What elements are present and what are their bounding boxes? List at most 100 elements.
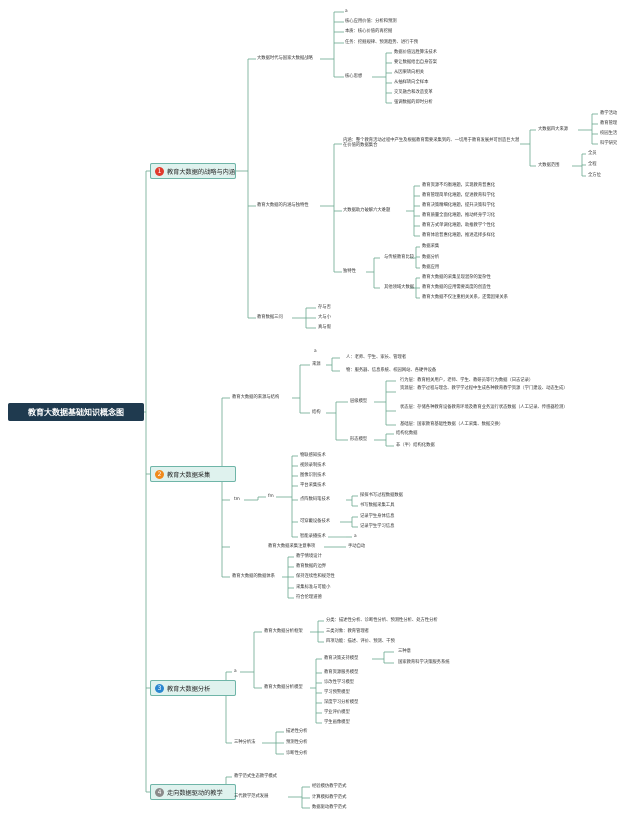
node-source-item[interactable]: 科学研究 (600, 141, 618, 146)
node-six-item[interactable]: 教育管理简单化难题，促进教育科学化 (422, 193, 496, 198)
node-model-item[interactable]: 学习预警模型 (324, 690, 350, 695)
node-model-item[interactable]: 教育资源服务模型 (324, 670, 359, 675)
node-dot-pen-item[interactable]: 书写数据采集工具 (360, 503, 395, 508)
node-layer-model[interactable]: 层级模型 (350, 399, 368, 404)
node-big-data-strategy[interactable]: 大数据时代与国家大数据战略 (257, 56, 313, 61)
node-generation-item[interactable]: 数据驱动教学范式 (312, 805, 347, 810)
node-layer-base[interactable]: 基础层：国家教育基础性数据（人工采集、数据交换） (400, 422, 504, 427)
node-wearable-item[interactable]: 记录学生学习信息 (360, 524, 395, 529)
node-form-model[interactable]: 形态模型 (350, 437, 368, 442)
node-question-item[interactable]: 真与假 (318, 325, 331, 330)
node-decision-model[interactable]: 教育决策支持模型 (324, 656, 359, 661)
node-question-item[interactable]: 存与否 (318, 305, 331, 310)
node-tech-item[interactable]: 图像识别技术 (300, 473, 326, 478)
node-structure[interactable]: 结构 (312, 410, 321, 415)
node-source-structure[interactable]: 教育大数据的来源与结构 (232, 395, 280, 400)
node-form-structured[interactable]: 结构化数据 (396, 431, 418, 436)
node-range-item[interactable]: 全员 (588, 151, 597, 156)
node-data-system[interactable]: 教育大数据的数据体系 (232, 574, 275, 579)
node-framework-item[interactable]: 三类对象：教育管理者 (326, 628, 369, 634)
node-six-item[interactable]: 教育资源不均衡难题，实现教育普惠化 (422, 183, 496, 188)
node-model-item[interactable]: 学生画像模型 (324, 720, 350, 725)
node-source-things[interactable]: 物：服务器、信息系统、校园网站、各硬件设备 (346, 368, 437, 373)
node-method-item[interactable]: 诊断性分析 (286, 751, 308, 756)
node-core-idea-item[interactable]: 要让数据给出自身答案 (394, 60, 437, 65)
node-layer-behavior[interactable]: 行为层：教育相关用户，老师、学生、教研员等行为数据（日志记录） (400, 378, 534, 383)
node-tech-item[interactable]: 视频录制技术 (300, 463, 326, 468)
node-tm[interactable]: tm (234, 497, 240, 502)
node-system-item[interactable]: 符合伦理道德 (296, 594, 322, 600)
node-tech-item[interactable]: 物联感知技术 (300, 453, 326, 458)
node-dot-pen-item[interactable]: 探探书写过程数据数据 (360, 493, 403, 498)
node-question-item[interactable]: 大与小 (318, 315, 331, 320)
node-layer-status[interactable]: 状态层：存储各种教育设备教育环境及教育业务运行状态数据（人工记录、传感器检测） (400, 405, 568, 410)
node-method-item[interactable]: 描述性分析 (286, 729, 308, 734)
node-three-generations[interactable]: 三代教学范式发展 (234, 794, 269, 799)
node-meaning-uniqueness[interactable]: 教育大数据的内涵与独特性 (257, 203, 309, 208)
node-smart-recording[interactable]: 智能录播技术 (300, 534, 326, 539)
node-wearable[interactable]: 可穿戴设备技术 (300, 519, 331, 524)
node-source-a[interactable]: a (314, 349, 317, 354)
node-core-idea-item[interactable]: 强调数据的即时分析 (394, 100, 433, 105)
node-range[interactable]: 大数据范围 (538, 163, 560, 168)
node-task[interactable]: 任务：挖掘规律、预测趋势、进行干预 (345, 40, 419, 45)
node-tech-item[interactable]: 平台采集技术 (300, 483, 326, 488)
node-framework-item[interactable]: 分类：描述性分析、诊断性分析、预测性分析、处方性分析 (326, 618, 438, 623)
node-six-item[interactable]: 教育质量全面化难题，推动终身学习化 (422, 213, 496, 218)
node-system-item[interactable]: 采集标准与可能小 (296, 584, 331, 590)
node-traditional-item[interactable]: 数据分析 (422, 254, 440, 260)
node-uniqueness[interactable]: 独特性 (343, 269, 356, 274)
node-decision-item[interactable]: 国家教育科学决策服务系统 (398, 660, 450, 665)
node-precautions[interactable]: 教育大数据采集注意事项 (268, 544, 316, 549)
node-model-item[interactable]: 学业评价模型 (324, 710, 350, 715)
node-framework-item[interactable]: 四项功能：描述、评价、预测、干预 (326, 639, 395, 644)
node-six-problems[interactable]: 大数据助力破解六大难题 (343, 208, 391, 213)
node-b3-a[interactable]: a (234, 669, 237, 674)
node-dot-pen[interactable]: 点阵数码笔技术 (300, 497, 331, 502)
node-core-idea-item[interactable]: 数据价值远胜算法技术 (394, 50, 437, 55)
node-decision-item[interactable]: 三种意 (398, 649, 411, 654)
node-core-idea-item[interactable]: 从因果转向相关 (394, 70, 425, 75)
node-system-item[interactable]: 教学情境设计 (296, 554, 322, 559)
node-essence[interactable]: 本质：核心价值的再挖掘 (345, 29, 393, 34)
node-vs-traditional[interactable]: 与传统教育比较 (384, 255, 415, 260)
node-system-item[interactable]: 教育数据的边界 (296, 564, 327, 570)
node-generation-item[interactable]: 经验模仿教学范式 (312, 784, 347, 789)
node-source-item[interactable]: 教学活动 (600, 111, 618, 116)
node-three-questions[interactable]: 教育数据三问 (257, 315, 283, 320)
node-range-item[interactable]: 全方位 (588, 173, 601, 178)
node-traditional-item[interactable]: 数据应用 (422, 265, 440, 270)
node-form-unstructured[interactable]: 非（半）结构化数据 (396, 443, 435, 448)
node-other-item[interactable]: 教育大数据不仅注重相关关系，还需因果关系 (422, 295, 508, 300)
node-generation-item[interactable]: 计算模拟教学范式 (312, 794, 347, 800)
branch-strategy[interactable]: 1 教育大数据的战略与内涵 (150, 163, 236, 179)
node-manual-auto[interactable]: 手动自动 (348, 544, 366, 549)
node-layer-resource[interactable]: 资源层：教学过程与理念、教学学过程中生成各种教育教学资源（学门建设、动态生成） (400, 386, 568, 391)
node-core-idea-item[interactable]: 交叉融合和改造变革 (394, 90, 433, 95)
node-wearable-item[interactable]: 记录学生身体信息 (360, 514, 395, 519)
node-six-item[interactable]: 教育体验普惠化难题，推进选择多样化 (422, 233, 496, 238)
node-core-idea-item[interactable]: 从抽样转向全样本 (394, 80, 429, 85)
node-core-value[interactable]: 核心应用价值：分析和预测 (345, 19, 397, 24)
node-six-item[interactable]: 教育决策精细化难题，提升决策科学化 (422, 203, 496, 208)
node-source-people[interactable]: 人：老师、学生、家长、管理者 (346, 355, 407, 360)
node-ecology-model[interactable]: 教学范式生态教学模式 (234, 774, 277, 779)
node-meaning-text[interactable]: 内涵：整个教育活动过程中产生及根据教育需要采集到的、一切用于教育发展并可创造巨大… (343, 138, 520, 148)
node-source-item[interactable]: 校园生活 (600, 131, 618, 136)
node-fm[interactable]: fm (268, 494, 274, 499)
node-analysis-model[interactable]: 教育大数据分析模型 (264, 685, 303, 690)
node-other-item[interactable]: 教育大数据的采集呈现混杂的复杂性 (422, 275, 491, 280)
node-range-item[interactable]: 全程 (588, 162, 597, 167)
node-method-item[interactable]: 预测性分析 (286, 740, 308, 745)
node-model-item[interactable]: 深度学习分析模型 (324, 700, 359, 705)
node-six-item[interactable]: 教育方式单调化难题，助推教学个性化 (422, 223, 496, 228)
node-four-sources[interactable]: 大数据四大来源 (538, 127, 569, 132)
node-system-item[interactable]: 保持连续性和规范性 (296, 574, 335, 580)
node-other-item[interactable]: 教育大数据的应用需要高度的创造性 (422, 285, 491, 290)
node-smart-a[interactable]: a (354, 534, 357, 539)
node-source[interactable]: 来源 (312, 362, 321, 367)
node-model-item[interactable]: 诊改性学习模型 (324, 680, 355, 685)
node-other-fields[interactable]: 其他领域大数据 (384, 285, 415, 290)
branch-collection[interactable]: 2 教育大数据采集 (150, 466, 236, 482)
branch-analysis[interactable]: 3 教育大数据分析 (150, 680, 236, 696)
